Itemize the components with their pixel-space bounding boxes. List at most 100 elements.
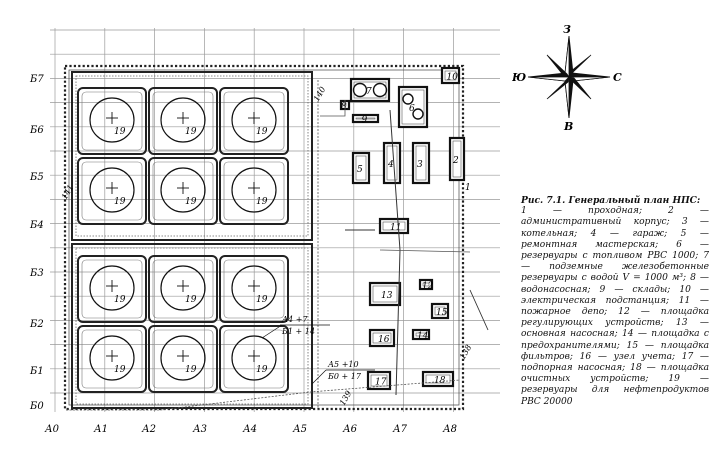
road	[66, 379, 461, 411]
tank	[160, 167, 206, 213]
row-label: Б6	[29, 125, 44, 136]
coordinate-leader	[261, 324, 283, 339]
tank	[231, 97, 277, 143]
coordinate-label: Б0 + 17	[327, 372, 362, 381]
tank-cell	[219, 87, 289, 155]
fuel-tank	[402, 93, 414, 105]
tank-bund-south-inner	[75, 247, 309, 405]
building-inner	[434, 306, 446, 316]
compass-east-label: С	[613, 71, 622, 84]
compass-star	[527, 35, 611, 119]
coordinate-leader	[311, 369, 327, 385]
col-label: А3	[192, 424, 207, 435]
building-inner	[370, 374, 388, 387]
row-label: Б4	[29, 220, 44, 231]
tank-number: 19	[256, 365, 268, 375]
building-2	[448, 136, 466, 182]
tank	[231, 167, 277, 213]
building-number: 15	[436, 308, 448, 318]
tank-cell	[219, 325, 289, 393]
compass-north-label: З	[563, 23, 571, 36]
building-number: 18	[434, 376, 446, 386]
caption-title: Рис. 7.1. Генеральный план НПС:	[521, 195, 701, 206]
building-6	[397, 85, 429, 129]
road	[379, 249, 471, 253]
building-number: 1	[465, 183, 471, 193]
figure-caption: Рис. 7.1. Генеральный план НПС: 1 — прох…	[521, 195, 709, 408]
coordinate-label: Б1 + 14	[281, 327, 315, 336]
building-inner	[386, 145, 398, 181]
building-number: 2	[452, 156, 459, 166]
building-number: 4	[387, 160, 394, 170]
row-label: Б0	[29, 401, 44, 412]
building-inner	[355, 117, 376, 120]
tank	[89, 265, 135, 311]
site-fence	[63, 64, 465, 411]
building-number: 8	[341, 102, 347, 112]
tank-cell	[148, 255, 218, 323]
tank	[160, 97, 206, 143]
tank	[89, 167, 135, 213]
coordinate-label: А4 +7	[281, 315, 308, 324]
tank	[231, 265, 277, 311]
tank-number: 19	[185, 197, 197, 207]
tank-number: 19	[114, 127, 126, 137]
tank-number: 19	[114, 295, 126, 305]
building-number: 12	[422, 282, 434, 292]
building-13	[368, 281, 402, 307]
tank	[89, 335, 135, 381]
tank-cell-inner	[223, 91, 285, 151]
building-number: 14	[417, 332, 429, 342]
tank-number: 19	[256, 295, 268, 305]
tank-cell-inner	[81, 259, 143, 319]
tank-cell-inner	[152, 161, 214, 221]
external-pipeline	[469, 289, 489, 331]
col-label: А7	[392, 424, 408, 435]
building-inner	[415, 145, 427, 181]
water-tank	[352, 82, 368, 98]
tank-cell-inner	[223, 161, 285, 221]
col-label: А4	[242, 424, 257, 435]
building-15	[430, 302, 450, 320]
tank	[231, 335, 277, 381]
tank-cell	[219, 157, 289, 225]
tank-cell-inner	[81, 329, 143, 389]
building-inner	[401, 89, 425, 125]
col-label: А2	[141, 424, 156, 435]
building-number: 16	[378, 335, 390, 345]
tank-cell-inner	[152, 259, 214, 319]
road-number: 140	[312, 85, 327, 103]
building-11	[378, 217, 410, 235]
tank-cell	[148, 157, 218, 225]
col-label: А5	[292, 424, 307, 435]
col-label: А0	[44, 424, 60, 435]
building-inner	[452, 140, 462, 178]
tank	[89, 97, 135, 143]
compass-rose-icon: З С В Ю	[512, 23, 622, 132]
building-number: 10	[447, 73, 459, 83]
building-12	[418, 278, 434, 291]
road-number: 139	[338, 389, 353, 407]
building-number: 6	[409, 104, 415, 114]
tank-number: 19	[185, 295, 197, 305]
building-9	[351, 113, 380, 124]
tank-bund-north-inner	[75, 75, 309, 237]
tank-number: 19	[114, 365, 126, 375]
tank-cell-inner	[152, 91, 214, 151]
tank-number: 19	[256, 127, 268, 137]
building-inner	[382, 221, 406, 231]
row-label: Б3	[29, 268, 44, 279]
row-label: Б2	[29, 319, 44, 330]
row-label: Б5	[29, 172, 44, 183]
tank-cell	[77, 157, 147, 225]
tank-number: 19	[185, 365, 197, 375]
road-number: 141	[60, 183, 75, 201]
building-number: 7	[366, 87, 372, 97]
pipeline	[389, 109, 401, 396]
tank	[160, 265, 206, 311]
tank	[160, 335, 206, 381]
building-number: 5	[357, 165, 363, 175]
